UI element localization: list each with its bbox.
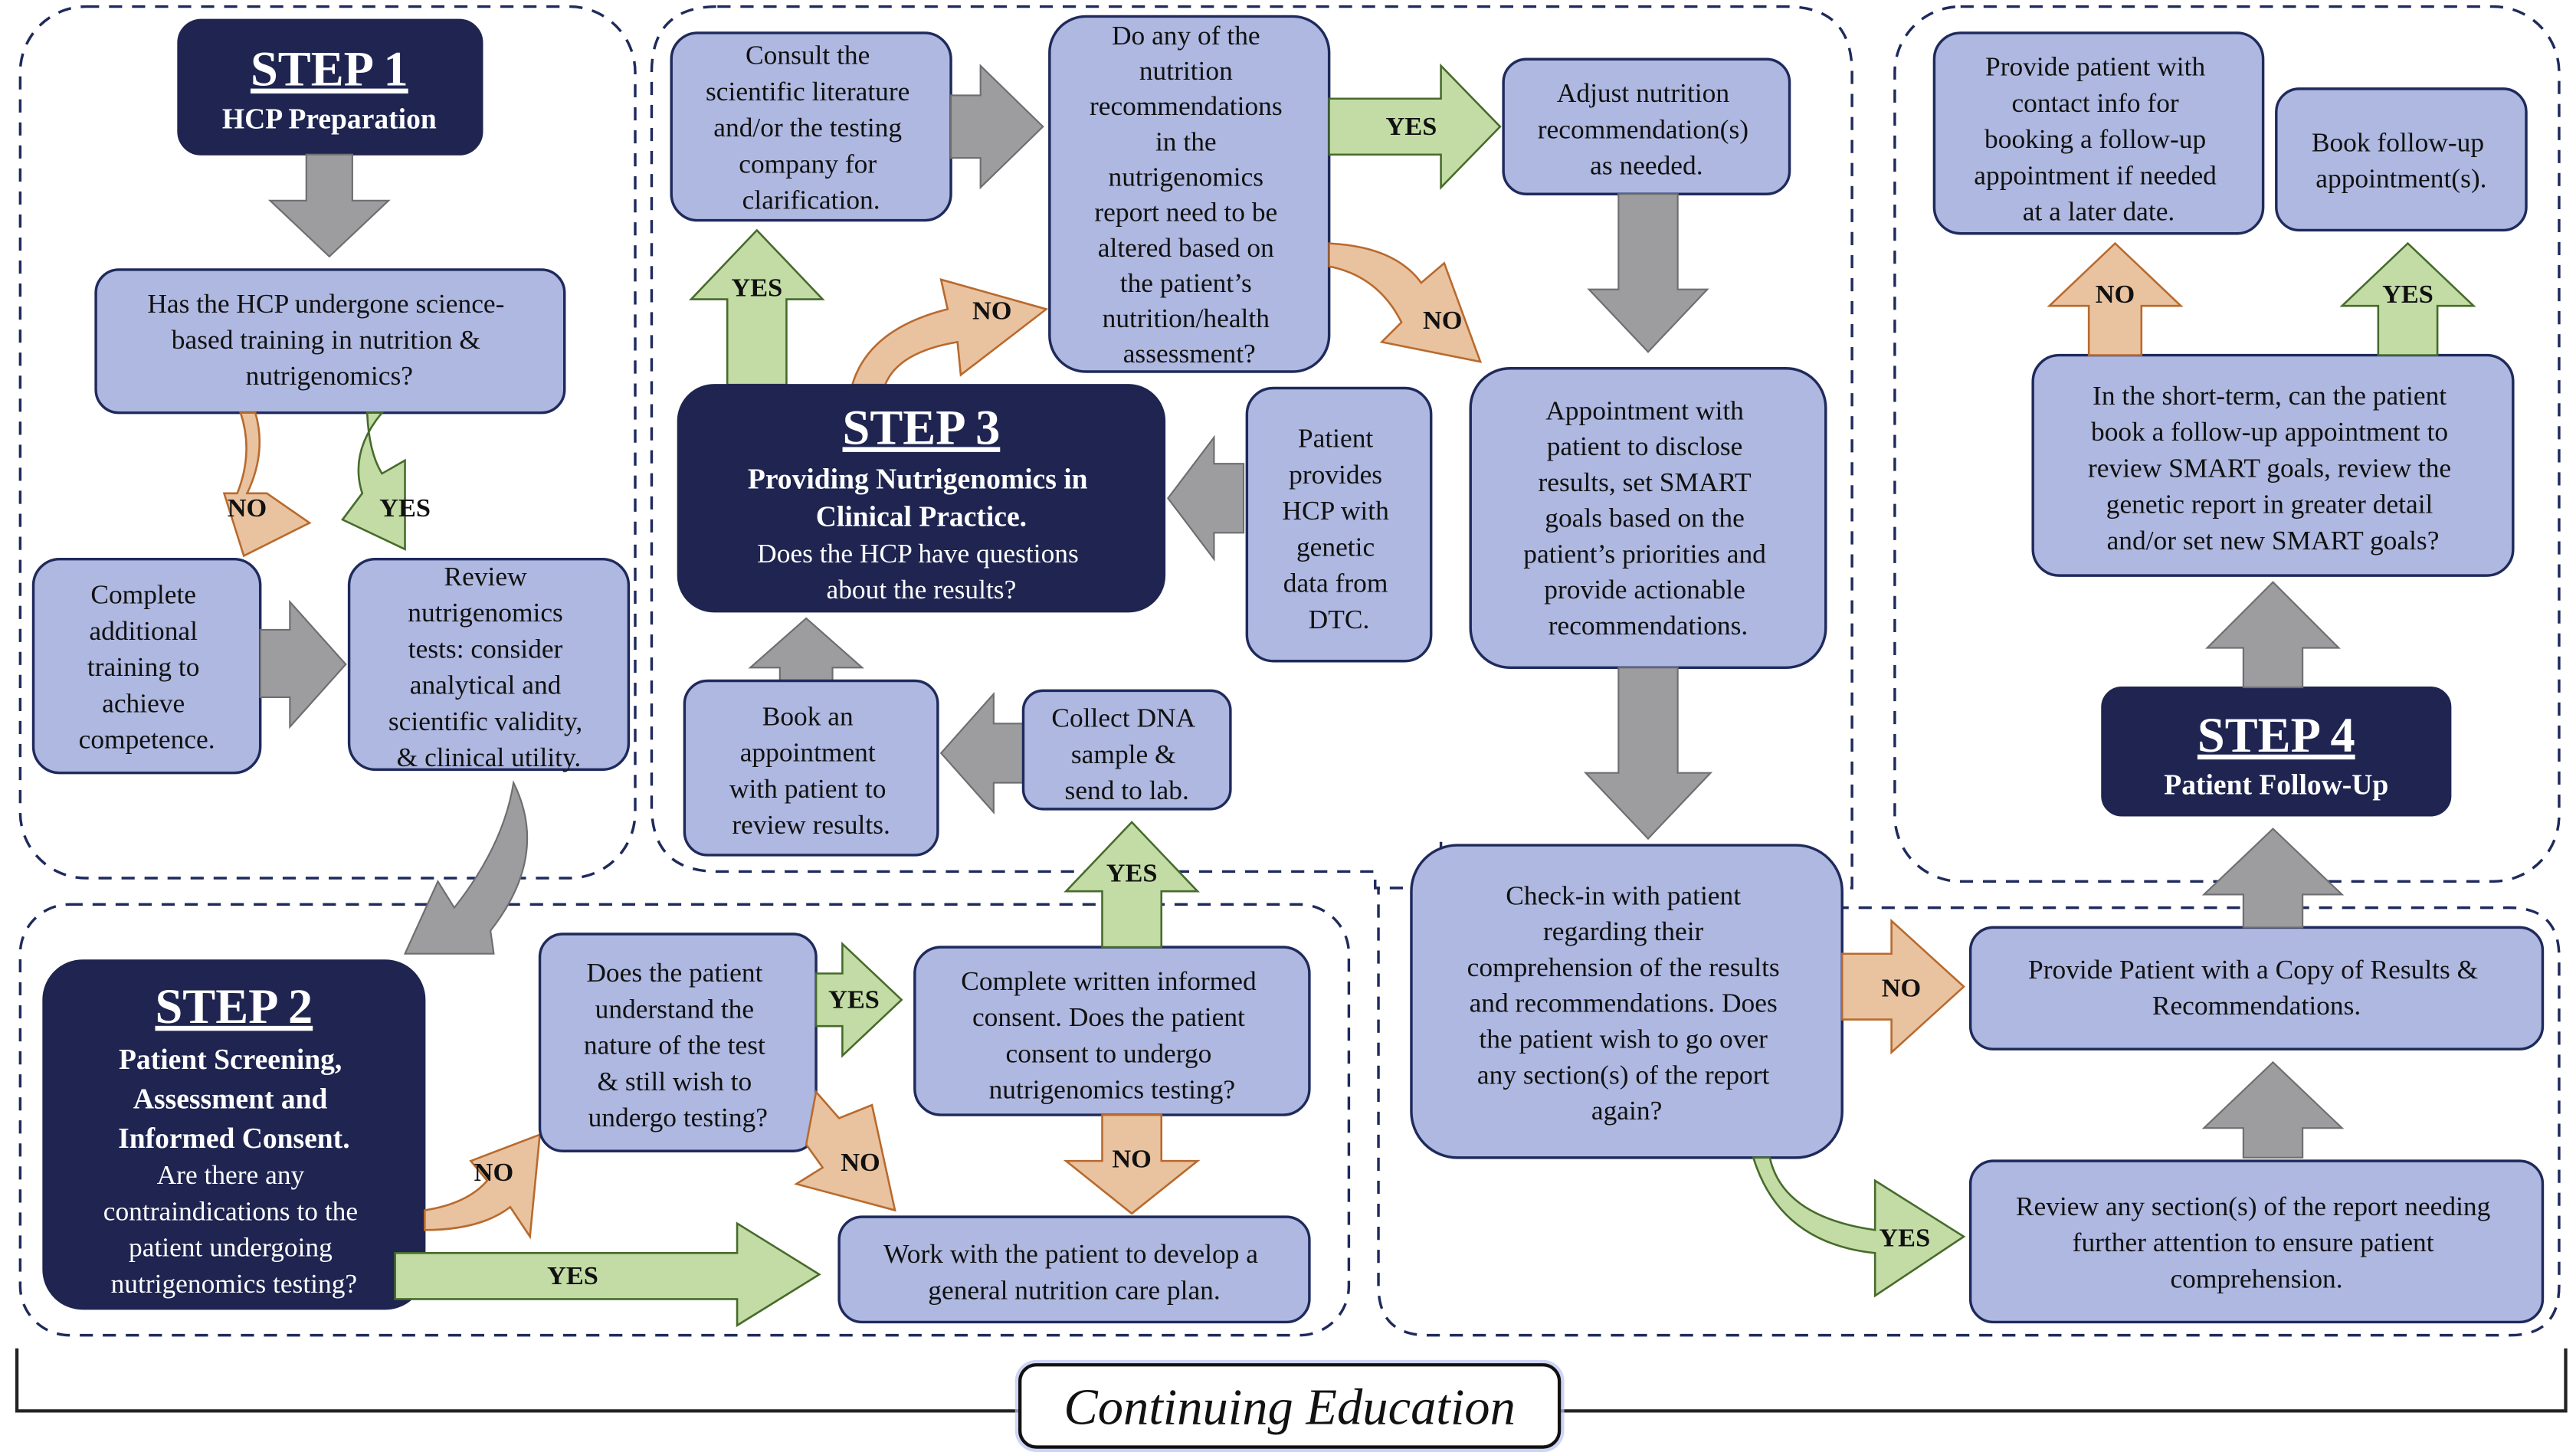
step1-title: STEP 1 — [251, 42, 408, 97]
step4-question-box — [2031, 353, 2515, 577]
step3-book-text: Book an appointment with patient to revi… — [729, 700, 893, 840]
step2-title: STEP 2 — [155, 979, 313, 1034]
arrow-copy-to-step4 — [2201, 828, 2345, 929]
arrow-checkin-no — [1840, 918, 1965, 1055]
step3-alter-text: Do any of the nutrition recommendations … — [1090, 20, 1290, 369]
step1-no-box-text: Complete additional training to achieve … — [79, 579, 215, 755]
step3-subtitle: Providing Nutrigenomics in Clinical Prac… — [748, 464, 1095, 533]
arrow-step1-to-step2 — [403, 780, 529, 955]
arrow-step4-up — [2205, 581, 2341, 689]
arrow-adjust-down — [1587, 193, 1709, 353]
arrow-consult-to-alter — [949, 64, 1044, 190]
arrow-alter-no — [1328, 242, 1483, 363]
step3-dtc-text: Patient provides HCP with genetic data f… — [1282, 423, 1395, 634]
arrow-book-to-step3 — [748, 617, 864, 682]
step3-dtc-box — [1245, 386, 1433, 663]
step1-container — [18, 5, 637, 880]
step4-contact-text: Provide patient with contact info for bo… — [1974, 51, 2223, 227]
step2-consent-text: Complete written informed consent. Does … — [961, 965, 1263, 1105]
step3-adjust-text: Adjust nutrition recommendation(s) as ne… — [1538, 77, 1755, 180]
step3-checkin-text: Check-in with patient regarding their co… — [1467, 880, 1787, 1126]
step3-appointment-text: Appointment with patient to disclose res… — [1523, 395, 1772, 641]
arrow-alter-yes — [1328, 63, 1502, 190]
arrow-collect-to-book — [939, 691, 1024, 814]
arrow-training-to-review — [259, 599, 347, 729]
step2-understand-box — [538, 932, 818, 1152]
arrow-step3-no — [850, 278, 1049, 386]
consent-no-label: NO — [1112, 1145, 1151, 1174]
arrow-step3-yes-up — [688, 228, 825, 386]
step1-yes-label: YES — [379, 493, 431, 523]
step3-copy-text: Provide Patient with a Copy of Results &… — [2028, 954, 2485, 1021]
arrow-step2-yes — [394, 1221, 821, 1328]
arrow-consent-yes — [1064, 821, 1200, 949]
alter-no-label: NO — [1423, 306, 1462, 335]
step3-review-text: Review any section(s) of the report need… — [2016, 1191, 2497, 1293]
step2-care-plan-text: Work with the patient to develop a gener… — [883, 1238, 1265, 1305]
step3-title: STEP 3 — [843, 400, 1001, 454]
step4-subtitle: Patient Follow-Up — [2164, 770, 2388, 801]
step4-no-label: NO — [2096, 280, 2135, 309]
step3-collect-text: Collect DNA sample & send to lab. — [1051, 703, 1202, 805]
arrow-step1-no — [222, 411, 312, 558]
step2-understand-text: Does the patient understand the nature o… — [584, 957, 772, 1132]
arrow-step4-yes — [2339, 241, 2476, 356]
continuing-education-box — [1018, 1363, 1562, 1449]
step4-book-followup-box — [2275, 87, 2528, 232]
step2-header — [42, 959, 426, 1310]
arrow-step4-no — [2047, 241, 2184, 356]
step3-collect-box — [1021, 689, 1232, 811]
checkin-no-label: NO — [1882, 974, 1922, 1003]
step1-question-box — [94, 268, 566, 415]
step3-alter-box — [1048, 15, 1331, 373]
step4-book-followup-text: Book follow-up appointment(s). — [2312, 126, 2491, 193]
step3-lower-container — [1377, 841, 2561, 1337]
arrow-step2-no — [424, 1132, 542, 1240]
step1-subtitle: HCP Preparation — [222, 103, 437, 135]
step2-no-label: NO — [474, 1158, 514, 1187]
step1-yes-box — [347, 557, 631, 772]
step1-question: Has the HCP undergone science- based tra… — [147, 288, 511, 391]
step3-copy-box — [1968, 926, 2545, 1050]
arrow-appointment-down — [1583, 667, 1713, 841]
step3-question: Does the HCP have questions about the re… — [757, 538, 1085, 605]
continuing-education-label: Continuing Education — [1064, 1380, 1515, 1436]
understand-no-label: NO — [841, 1148, 880, 1177]
step1-yes-box-text: Review nutrigenomics tests: consider ana… — [388, 561, 589, 772]
step3-no-label: NO — [972, 296, 1011, 325]
step2-container — [18, 903, 1351, 1337]
arrow-consent-no — [1063, 1113, 1201, 1215]
arrow-checkin-yes — [1752, 1156, 1966, 1298]
step1-no-label: NO — [228, 493, 267, 523]
step2-yes-label: YES — [547, 1261, 598, 1290]
step3-review-box — [1968, 1159, 2545, 1324]
step2-care-plan-box — [837, 1215, 1311, 1324]
arrow-understand-no — [794, 1090, 896, 1212]
step4-container — [1893, 5, 2561, 883]
checkin-yes-label: YES — [1879, 1224, 1930, 1253]
step4-yes-label: YES — [2382, 280, 2433, 309]
step4-title: STEP 4 — [2197, 708, 2355, 762]
step3-consult-text: Consult the scientific literature and/or… — [706, 40, 916, 215]
step4-contact-box — [1932, 31, 2265, 235]
step3-book-box — [683, 679, 939, 857]
step2-question: Are there any contraindications to the p… — [103, 1159, 365, 1299]
consent-yes-label: YES — [1106, 858, 1158, 887]
arrow-review-to-copy — [2201, 1060, 2345, 1159]
understand-yes-label: YES — [828, 985, 880, 1014]
step2-subtitle: Patient Screening, Assessment and Inform… — [118, 1044, 349, 1155]
arrow-step1-down — [267, 153, 391, 258]
step3-header — [677, 384, 1166, 613]
step3-yes-label: YES — [731, 273, 782, 302]
step3-container — [650, 5, 1853, 890]
alter-yes-label: YES — [1386, 112, 1437, 141]
arrow-understand-yes — [814, 941, 903, 1058]
step4-question-text: In the short-term, can the patient book … — [2088, 380, 2458, 556]
arrow-dtc-to-step3 — [1166, 434, 1245, 562]
arrow-step1-yes — [341, 411, 406, 551]
